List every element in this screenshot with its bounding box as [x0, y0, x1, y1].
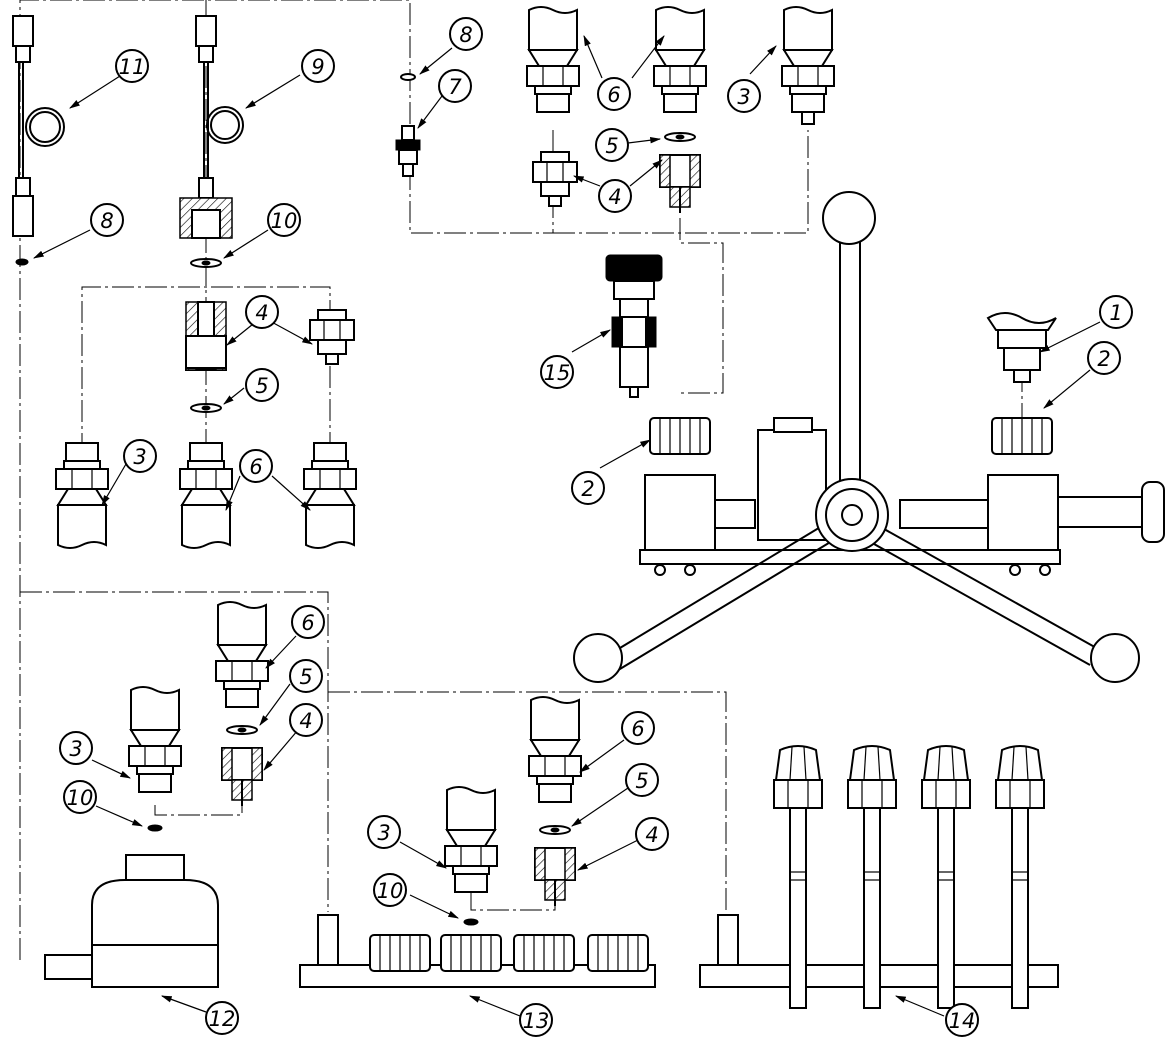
callout-5-bl: 5 — [299, 665, 312, 689]
block-12 — [44, 601, 269, 988]
callout-6-bl: 6 — [301, 611, 314, 635]
callout-1: 1 — [1109, 301, 1122, 325]
sensor-group-top — [526, 6, 835, 214]
callout-2-right: 2 — [1097, 347, 1110, 371]
callout-5-top: 5 — [605, 134, 618, 158]
callout-7: 7 — [448, 75, 462, 99]
callout-5-left: 5 — [255, 374, 268, 398]
callout-4-top: 4 — [608, 185, 621, 209]
callout-12: 12 — [209, 1007, 236, 1031]
callout-8-left: 8 — [100, 209, 113, 233]
fitting-7 — [395, 73, 421, 177]
callout-3-top: 3 — [737, 85, 750, 109]
callout-4-left: 4 — [255, 301, 268, 325]
callout-8-top: 8 — [459, 23, 472, 47]
callout-6-top: 6 — [607, 83, 620, 107]
callout-15: 15 — [544, 361, 571, 385]
callouts: 11 9 8 7 8 10 4 5 3 6 6 3 5 4 15 2 1 2 6… — [33, 17, 1133, 1037]
callout-11: 11 — [119, 55, 146, 79]
callout-6-bc: 6 — [631, 717, 644, 741]
callout-3-bc: 3 — [377, 821, 390, 845]
callout-4-bl: 4 — [299, 709, 312, 733]
cable-assembly-11 — [12, 15, 65, 266]
callout-6-left: 6 — [249, 455, 262, 479]
callout-13: 13 — [523, 1009, 550, 1033]
callout-10-bl: 10 — [67, 786, 94, 810]
callout-2-left: 2 — [581, 477, 594, 501]
callout-3-left: 3 — [133, 445, 146, 469]
callout-14: 14 — [949, 1009, 976, 1033]
manifold-13 — [299, 696, 656, 988]
center-lines — [19, 0, 1023, 960]
callout-9: 9 — [311, 55, 324, 79]
stand-14 — [699, 745, 1059, 1009]
valve-15 — [605, 254, 663, 398]
callout-10-bc: 10 — [377, 879, 404, 903]
adapter-group-left — [55, 301, 357, 549]
callout-10-top: 10 — [271, 209, 298, 233]
callout-4-bc: 4 — [645, 823, 658, 847]
cable-assembly-9 — [179, 15, 244, 268]
hand-pump-station — [573, 191, 1165, 683]
callout-5-bc: 5 — [635, 769, 648, 793]
callout-3-bl: 3 — [69, 737, 82, 761]
